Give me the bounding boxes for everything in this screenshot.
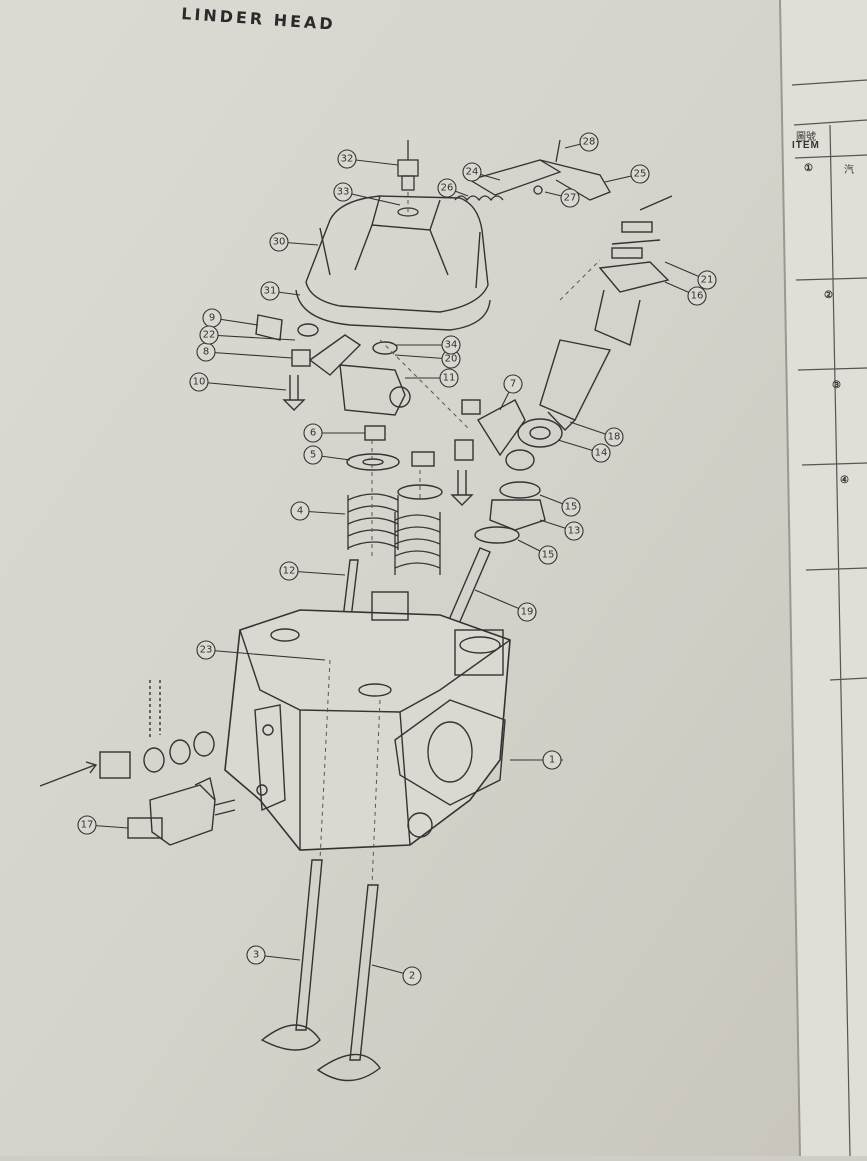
callout-33 bbox=[333, 182, 353, 202]
callout-label: 31 bbox=[264, 286, 277, 297]
callout-label: 34 bbox=[445, 340, 458, 351]
callout-34 bbox=[441, 335, 461, 355]
callout-label: 33 bbox=[337, 187, 350, 198]
callout-19 bbox=[517, 602, 537, 622]
callout-21 bbox=[697, 270, 717, 290]
callout-label: 30 bbox=[273, 237, 286, 248]
parts-list-table: 圖號 ITEM ① 汽 ② ③ ④ bbox=[778, 0, 867, 1156]
callout-label: 6 bbox=[310, 428, 316, 439]
callout-4 bbox=[290, 501, 310, 521]
callout-28 bbox=[579, 132, 599, 152]
callout-1 bbox=[542, 750, 562, 770]
callout-30 bbox=[269, 232, 289, 252]
callout-label: 5 bbox=[310, 450, 316, 461]
leader-23 bbox=[205, 649, 326, 661]
callout-label: 10 bbox=[193, 377, 206, 388]
side-sheet bbox=[780, 0, 867, 1156]
callout-label: 16 bbox=[691, 291, 704, 302]
decompression-lever bbox=[454, 139, 611, 202]
callout-14 bbox=[591, 443, 611, 463]
callout-label: 15 bbox=[565, 502, 578, 513]
callout-label: 11 bbox=[443, 373, 456, 384]
rocker-arm-right bbox=[450, 399, 563, 506]
callout-12 bbox=[279, 561, 299, 581]
side-table-lines bbox=[791, 79, 867, 1157]
callout-13 bbox=[564, 521, 584, 541]
callout-label: 26 bbox=[441, 183, 454, 194]
nuts-washers bbox=[474, 481, 546, 544]
fuel-injector bbox=[539, 195, 673, 432]
table-row-mark: ① bbox=[804, 163, 813, 174]
callout-25 bbox=[630, 164, 650, 184]
table-header-cjk: 圖號 bbox=[796, 132, 816, 143]
callout-16 bbox=[687, 286, 707, 306]
callout-17 bbox=[77, 815, 97, 835]
callout-label: 22 bbox=[203, 330, 216, 341]
callout-27 bbox=[560, 188, 580, 208]
callout-label: 15 bbox=[542, 550, 555, 561]
callout-label: 20 bbox=[445, 354, 458, 365]
callout-label: 24 bbox=[466, 167, 479, 178]
cylinder-head-details bbox=[239, 591, 511, 850]
callout-label: 23 bbox=[200, 645, 213, 656]
callout-label: 21 bbox=[701, 275, 714, 286]
callout-31 bbox=[260, 281, 280, 301]
callout-label: 7 bbox=[510, 379, 516, 390]
paper-sheet bbox=[0, 0, 800, 1156]
callout-7 bbox=[503, 374, 523, 394]
callout-11 bbox=[439, 368, 459, 388]
callout-label: 1 bbox=[549, 755, 555, 766]
callout-label: 17 bbox=[81, 820, 94, 831]
leader-8 bbox=[205, 351, 293, 359]
callouts bbox=[77, 132, 717, 986]
callout-26 bbox=[437, 178, 457, 198]
callout-label: 32 bbox=[341, 154, 354, 165]
callout-label: 25 bbox=[634, 169, 647, 180]
callout-5 bbox=[303, 445, 323, 465]
callout-15a bbox=[561, 497, 581, 517]
callout-label: 2 bbox=[409, 971, 415, 982]
banjo-fitting bbox=[39, 680, 236, 846]
rocker-cover bbox=[295, 195, 491, 331]
table-row-mark: ② bbox=[824, 290, 833, 301]
callout-2 bbox=[402, 966, 422, 986]
callout-3 bbox=[246, 945, 266, 965]
leader-33 bbox=[342, 191, 401, 206]
callout-15b bbox=[538, 545, 558, 565]
valve-springs bbox=[347, 493, 441, 575]
callout-label: 3 bbox=[253, 950, 259, 961]
callout-label: 13 bbox=[568, 526, 581, 537]
table-row-text: 汽 bbox=[844, 165, 854, 176]
callout-10 bbox=[189, 372, 209, 392]
callout-label: 14 bbox=[595, 448, 608, 459]
callout-24 bbox=[462, 162, 482, 182]
callout-label: 19 bbox=[521, 607, 534, 618]
callout-label: 12 bbox=[283, 566, 296, 577]
callout-label: 4 bbox=[297, 506, 303, 517]
leader-22 bbox=[208, 334, 296, 341]
assembly-lines bbox=[319, 192, 601, 886]
callout-label: 9 bbox=[209, 313, 215, 324]
valves bbox=[260, 859, 381, 1082]
callout-23 bbox=[196, 640, 216, 660]
cylinder-head-block bbox=[224, 609, 511, 851]
callout-6 bbox=[303, 423, 323, 443]
callout-18 bbox=[604, 427, 624, 447]
callout-label: 18 bbox=[608, 432, 621, 443]
table-header-item: ITEM bbox=[792, 140, 820, 151]
leader-10 bbox=[198, 381, 287, 391]
table-row-mark: ④ bbox=[840, 475, 849, 486]
callout-labels: 1 2 3 4 5 6 7 8 9 10 11 12 13 14 15 15 1… bbox=[81, 137, 714, 982]
table-row-mark: ③ bbox=[832, 380, 841, 391]
callout-32 bbox=[337, 149, 357, 169]
callout-label: 28 bbox=[583, 137, 596, 148]
callout-label: 8 bbox=[203, 347, 209, 358]
callout-label: 27 bbox=[564, 193, 577, 204]
spring-retainers bbox=[346, 425, 443, 500]
callout-22 bbox=[199, 325, 219, 345]
